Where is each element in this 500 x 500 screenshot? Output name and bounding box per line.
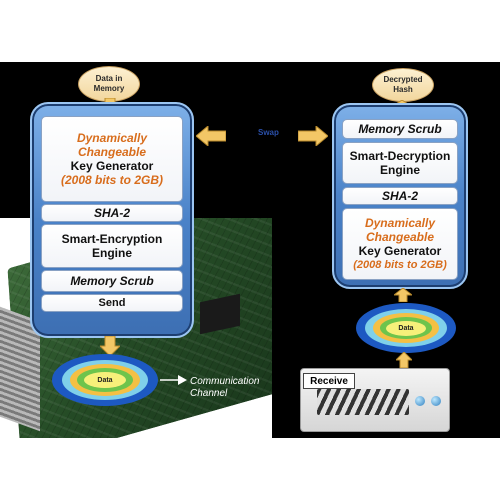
left-arrow-icon: [196, 126, 226, 146]
key-generator-box: Dynamically Changeable Key Generator (20…: [41, 116, 183, 202]
keygen-line2: Changeable: [365, 230, 434, 244]
key-generator-box: Dynamically Changeable Key Generator (20…: [342, 208, 458, 280]
server-led-icon: [415, 396, 425, 406]
smart-encryption-engine-label: Smart-Encryption Engine: [61, 232, 163, 260]
keygen-line1: Dynamically: [364, 216, 436, 230]
data-in-memory-label: Data in Memory: [93, 74, 125, 93]
keygen-line4: (2008 bits to 2GB): [353, 259, 447, 271]
server-icon: [300, 368, 450, 432]
sha-2-label: SHA-2: [381, 189, 418, 203]
receive-label: Receive: [303, 373, 355, 389]
smart-decryption-engine-label: Smart-Decryption Engine: [349, 149, 451, 177]
keygen-line4: (2008 bits to 2GB): [60, 173, 164, 187]
memory-scrub-label: Memory Scrub: [358, 122, 442, 136]
sha-2-label: SHA-2: [93, 206, 130, 220]
memory-scrub-box: Memory Scrub: [41, 270, 183, 292]
decrypted-hash-oval: Decrypted Hash: [372, 68, 434, 102]
server-led-icon: [431, 396, 441, 406]
communication-channel-label: Communication Channel: [190, 376, 260, 399]
swap-label: Swap: [258, 128, 279, 137]
sha-2-box: SHA-2: [41, 204, 183, 222]
memory-scrub-label: Memory Scrub: [70, 274, 154, 288]
right-arrow-icon: [298, 126, 328, 146]
up-arrow-icon: [394, 288, 412, 302]
right-arrow-icon: [160, 375, 187, 385]
data-disc-left: Data: [52, 354, 158, 406]
sha-2-box: SHA-2: [342, 187, 458, 205]
decrypted-hash-label: Decrypted Hash: [383, 75, 423, 94]
data-disc-label: Data: [97, 376, 113, 384]
send-label: Send: [98, 297, 126, 309]
data-disc-right: Data: [356, 303, 456, 353]
smart-encryption-engine-box: Smart-Encryption Engine: [41, 224, 183, 268]
keygen-line3: Key Generator: [358, 244, 442, 258]
encryption-panel: Dynamically Changeable Key Generator (20…: [30, 102, 194, 338]
decryption-panel: Memory Scrub Smart-Decryption Engine SHA…: [332, 103, 468, 289]
server-vents: [317, 389, 409, 415]
smart-decryption-engine-box: Smart-Decryption Engine: [342, 142, 458, 184]
keygen-line1: Dynamically: [76, 131, 148, 145]
up-arrow-icon: [396, 352, 412, 368]
keygen-line3: Key Generator: [70, 159, 154, 173]
data-in-memory-oval: Data in Memory: [78, 66, 140, 102]
data-disc-label: Data: [398, 324, 414, 332]
keygen-line2: Changeable: [77, 145, 146, 159]
send-box: Send: [41, 294, 183, 312]
memory-scrub-box: Memory Scrub: [342, 119, 458, 139]
down-arrow-icon: [100, 336, 120, 356]
